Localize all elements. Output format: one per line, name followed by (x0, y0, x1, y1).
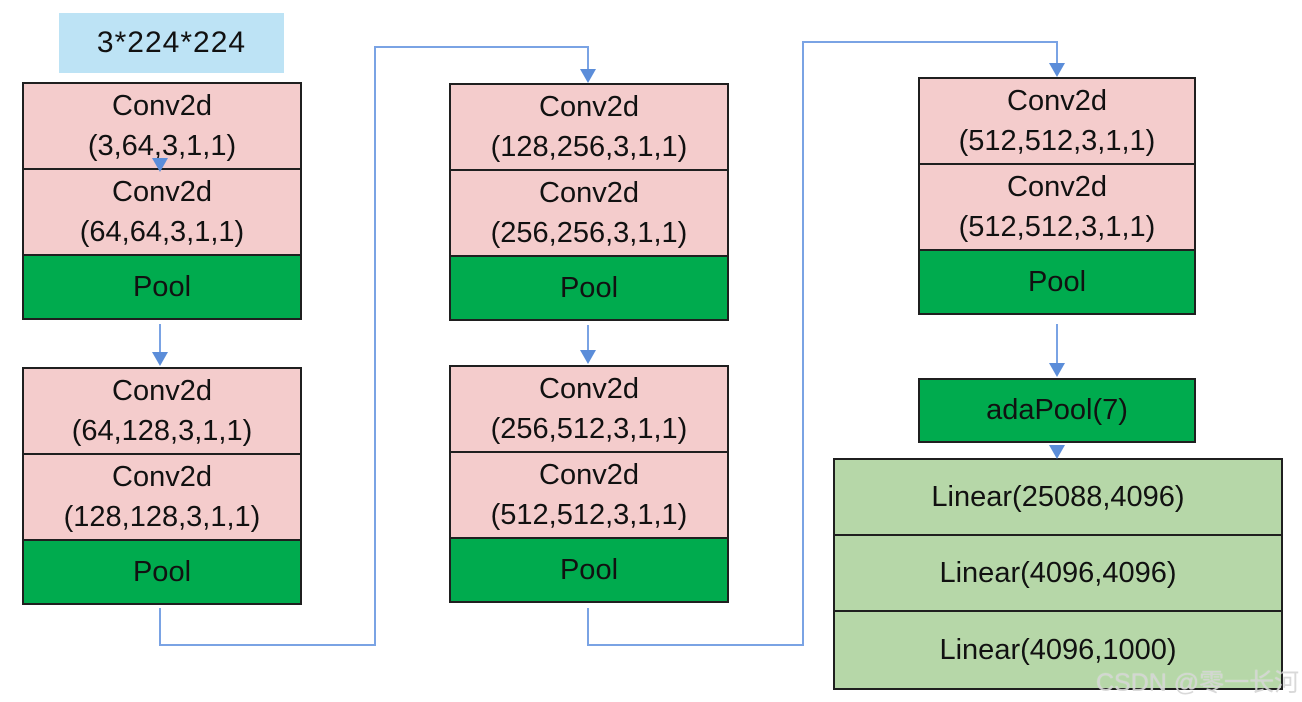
conv-layer-params: (512,512,3,1,1) (490, 499, 688, 531)
conv-block-4: Conv2d (256,512,3,1,1) Conv2d (512,512,3… (449, 365, 729, 603)
conv-layer: Conv2d (128,128,3,1,1) (24, 455, 300, 541)
pool-layer: Pool (24, 541, 300, 603)
pool-layer: Pool (920, 251, 1194, 313)
conv-layer: Conv2d (256,256,3,1,1) (451, 171, 727, 257)
conv-block-2: Conv2d (64,128,3,1,1) Conv2d (128,128,3,… (22, 367, 302, 605)
conv-layer-params: (128,128,3,1,1) (63, 501, 261, 533)
conv-block-5: Conv2d (512,512,3,1,1) Conv2d (512,512,3… (918, 77, 1196, 315)
arrow-down-icon (1049, 63, 1065, 77)
conv-layer-title: Conv2d (1007, 171, 1107, 203)
conv-layer: Conv2d (512,512,3,1,1) (920, 165, 1194, 251)
arrow-down-icon (580, 69, 596, 83)
conv-layer: Conv2d (512,512,3,1,1) (451, 453, 727, 539)
conv-layer-title: Conv2d (112, 375, 212, 407)
conv-layer-title: Conv2d (539, 91, 639, 123)
conv-layer-params: (128,256,3,1,1) (490, 131, 688, 163)
arrow-down-icon (152, 352, 168, 366)
conv-layer-params: (64,128,3,1,1) (71, 415, 253, 447)
linear-layer: Linear(4096,4096) (835, 536, 1281, 612)
conv-layer-title: Conv2d (539, 373, 639, 405)
arrow-down-icon (1049, 363, 1065, 377)
conv-layer-title: Conv2d (539, 177, 639, 209)
adaptive-pool-layer: adaPool(7) (918, 378, 1196, 443)
conv-layer-title: Conv2d (112, 461, 212, 493)
conv-layer-params: (64,64,3,1,1) (79, 216, 245, 248)
conv-layer: Conv2d (512,512,3,1,1) (920, 79, 1194, 165)
conv-layer-params: (512,512,3,1,1) (958, 211, 1156, 243)
conv-layer-title: Conv2d (539, 459, 639, 491)
conv-block-1: Conv2d (3,64,3,1,1) Conv2d (64,64,3,1,1)… (22, 82, 302, 320)
conv-layer-params: (256,256,3,1,1) (490, 217, 688, 249)
csdn-watermark: CSDN @零一长河 (1096, 669, 1300, 697)
arrow-down-icon (1049, 445, 1065, 459)
conv-layer-params: (256,512,3,1,1) (490, 413, 688, 445)
pool-layer: Pool (451, 257, 727, 319)
input-size-label: 3*224*224 (59, 13, 284, 73)
classifier-block: Linear(25088,4096) Linear(4096,4096) Lin… (833, 458, 1283, 690)
conv-block-3: Conv2d (128,256,3,1,1) Conv2d (256,256,3… (449, 83, 729, 321)
conv-layer-title: Conv2d (112, 90, 212, 122)
conv-layer-params: (512,512,3,1,1) (958, 125, 1156, 157)
conv-layer-params: (3,64,3,1,1) (87, 130, 237, 162)
conv-layer: Conv2d (3,64,3,1,1) (24, 84, 300, 170)
conv-layer-title: Conv2d (112, 176, 212, 208)
conv-layer: Conv2d (64,64,3,1,1) (24, 170, 300, 256)
pool-layer: Pool (24, 256, 300, 318)
conv-layer: Conv2d (256,512,3,1,1) (451, 367, 727, 453)
arrow-down-icon (580, 350, 596, 364)
conv-layer: Conv2d (64,128,3,1,1) (24, 369, 300, 455)
linear-layer: Linear(25088,4096) (835, 460, 1281, 536)
pool-layer: Pool (451, 539, 727, 601)
conv-layer-title: Conv2d (1007, 85, 1107, 117)
linear-layer: Linear(4096,1000) (835, 612, 1281, 688)
conv-layer: Conv2d (128,256,3,1,1) (451, 85, 727, 171)
